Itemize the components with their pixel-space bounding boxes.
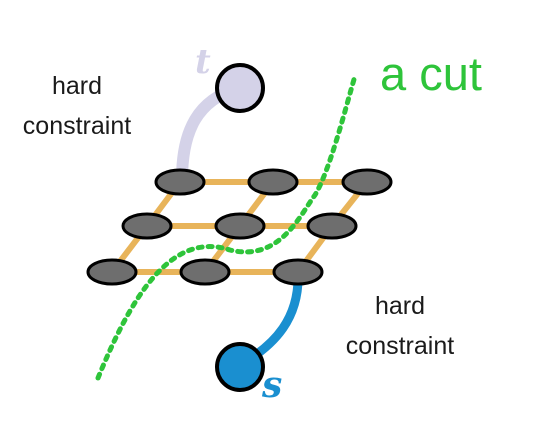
source-label: s <box>262 364 283 406</box>
sink-terminal <box>215 63 265 113</box>
grid-node <box>214 212 266 240</box>
cut-line <box>95 73 358 381</box>
grid-node <box>86 258 138 286</box>
grid-node <box>272 258 324 286</box>
grid-node <box>179 258 231 286</box>
hard-constraint-label-bottom: hard constraint <box>345 292 455 360</box>
grid-node <box>154 168 206 196</box>
grid-node <box>306 212 358 240</box>
grid-nodes <box>86 168 393 286</box>
sink-label: t <box>195 42 211 82</box>
grid-node <box>121 212 173 240</box>
hard-constraint-label-top: hard constraint <box>22 72 132 140</box>
cut-label: a cut <box>380 47 482 100</box>
grid-node <box>341 168 393 196</box>
grid-node <box>247 168 299 196</box>
source-terminal <box>215 342 265 392</box>
